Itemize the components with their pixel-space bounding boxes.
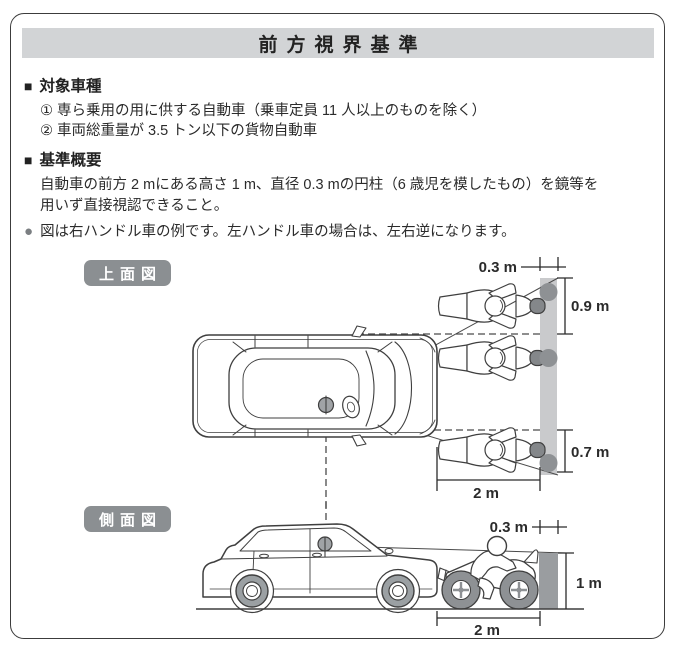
rider-leg xyxy=(477,577,495,600)
motorcycle-top-view xyxy=(437,427,546,473)
dim-1m-label: 1 m xyxy=(576,575,602,592)
dim-2m-label: 2 m xyxy=(473,485,499,502)
section-vehicles-title: 対象車種 xyxy=(39,78,102,95)
motorcycle-top-view xyxy=(437,335,546,381)
door-handle xyxy=(259,553,269,559)
note-line: ● 図は右ハンドル車の例です。左ハンドル車の場合は、左右逆になります。 xyxy=(24,220,516,241)
dim-offset-left: 0.7 m xyxy=(557,429,609,473)
windscreen xyxy=(523,549,539,564)
cylinder-band xyxy=(540,278,557,475)
cylinder-bar xyxy=(539,553,558,609)
overview-line-1: 自動車の前方 2 mにある高さ 1 m、直径 0.3 mの円柱（6 歳児を模した… xyxy=(40,177,599,193)
motorcycle-side-view xyxy=(437,535,539,610)
cylinder-circle xyxy=(539,283,558,301)
overview-line-2: 用いず直接視認できること。 xyxy=(40,198,229,214)
square-marker-icon: ■ xyxy=(24,78,33,94)
top-view-badge: 上面図 xyxy=(84,260,171,286)
side-mirror xyxy=(351,434,367,447)
cylinder-circle xyxy=(539,454,558,472)
dim-0-9m-label: 0.9 m xyxy=(571,298,609,315)
car-top-view xyxy=(192,325,438,447)
door-handle xyxy=(312,552,322,558)
side-mirror xyxy=(351,325,367,338)
cylinder-circle xyxy=(539,349,558,367)
steering-wheel xyxy=(342,395,360,419)
section-overview-heading: ■ 基準概要 xyxy=(24,148,101,170)
bike-wheel xyxy=(441,570,481,610)
dim-0-3m-label: 0.3 m xyxy=(490,519,528,536)
dim-cylinder-height: 1 m xyxy=(558,552,602,609)
side-view-badge: 側面図 xyxy=(84,506,171,532)
vehicles-item-2: ② 車両総重量が 3.5 トン以下の貨物自動車 xyxy=(40,123,318,139)
dim-0-7m-label: 0.7 m xyxy=(571,444,609,461)
dim-distance-side: 2 m xyxy=(436,611,541,639)
car-mirror xyxy=(384,548,394,554)
dim-cylinder-diameter: 0.3 m xyxy=(490,519,567,536)
note-text: 図は右ハンドル車の例です。左ハンドル車の場合は、左右逆になります。 xyxy=(40,224,516,240)
dim-offset-right: 0.9 m xyxy=(557,277,609,335)
dim-0-3m-label: 0.3 m xyxy=(479,259,517,276)
square-marker-icon: ■ xyxy=(24,152,33,168)
top-view-diagram: 0.3 m 0.9 m 0.7 m 2 m xyxy=(192,257,609,509)
dim-2m-label: 2 m xyxy=(474,622,500,639)
section-overview-title: 基準概要 xyxy=(39,152,102,169)
motorcycle-top-view xyxy=(437,283,546,329)
dim-cylinder-diameter: 0.3 m xyxy=(479,257,566,276)
title-bar: 前方視界基準 xyxy=(22,28,654,58)
rider-helmet xyxy=(486,535,508,557)
side-view-diagram: 0.3 m 1 m 2 m xyxy=(196,502,602,639)
bike-wheel xyxy=(499,570,539,610)
bullet-icon: ● xyxy=(24,223,34,240)
vehicles-item-1: ① 専ら乗用の用に供する自動車（乗車定員 11 人以上のものを除く） xyxy=(40,103,487,119)
page-title: 前方視界基準 xyxy=(258,34,427,56)
car-side-view xyxy=(202,523,438,614)
dim-distance-top: 2 m xyxy=(437,479,540,502)
section-vehicles-heading: ■ 対象車種 xyxy=(24,74,101,96)
